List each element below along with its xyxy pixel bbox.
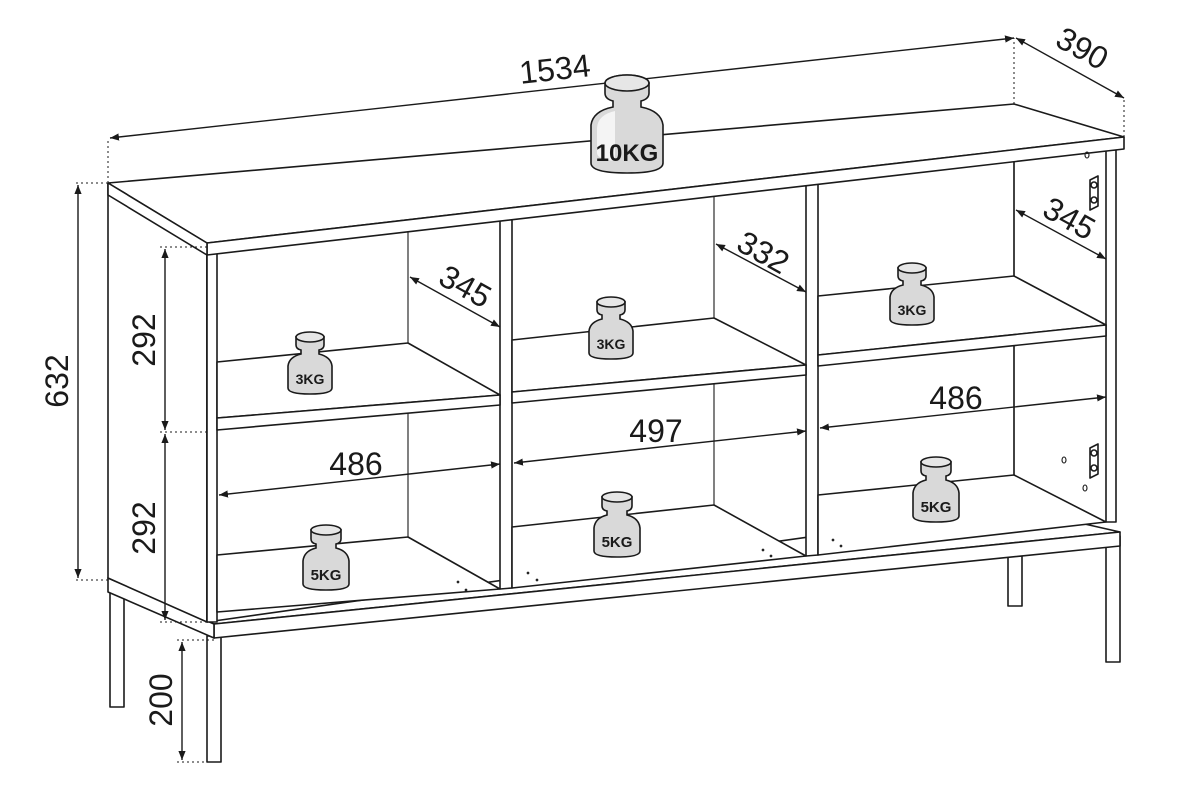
- weight-lower-right: 5KG: [912, 456, 960, 523]
- weight-top: 10KG: [590, 74, 664, 174]
- weight-upper-middle-label: 3KG: [597, 336, 626, 352]
- height-label: 632: [39, 354, 75, 407]
- weight-upper-right: 3KG: [889, 262, 935, 326]
- weight-upper-left: 3KG: [287, 331, 333, 395]
- middle-width-label: 497: [629, 413, 682, 449]
- dimension-lines: [74, 35, 1125, 763]
- right-width-label: 486: [929, 380, 982, 416]
- weight-upper-right-label: 3KG: [898, 302, 927, 318]
- weight-lower-right-label: 5KG: [921, 499, 952, 516]
- leg-height-label: 200: [143, 673, 179, 726]
- depth-label: 390: [1050, 20, 1114, 77]
- upper-compartment-height-label: 292: [126, 313, 162, 366]
- weight-upper-middle: 3KG: [588, 296, 634, 360]
- weight-upper-left-label: 3KG: [296, 371, 325, 387]
- weight-lower-middle-label: 5KG: [602, 534, 633, 551]
- left-width-label: 486: [329, 446, 382, 482]
- weight-top-label: 10KG: [596, 140, 659, 167]
- hinge-lower: [1089, 443, 1099, 479]
- lower-compartment-height-label: 292: [126, 501, 162, 554]
- weight-lower-left: 5KG: [302, 524, 350, 591]
- width-label: 1534: [517, 47, 592, 91]
- weight-lower-left-label: 5KG: [311, 567, 342, 584]
- carcass: [107, 103, 1125, 623]
- weight-lower-middle: 5KG: [593, 491, 641, 558]
- hinge-upper: [1089, 175, 1099, 211]
